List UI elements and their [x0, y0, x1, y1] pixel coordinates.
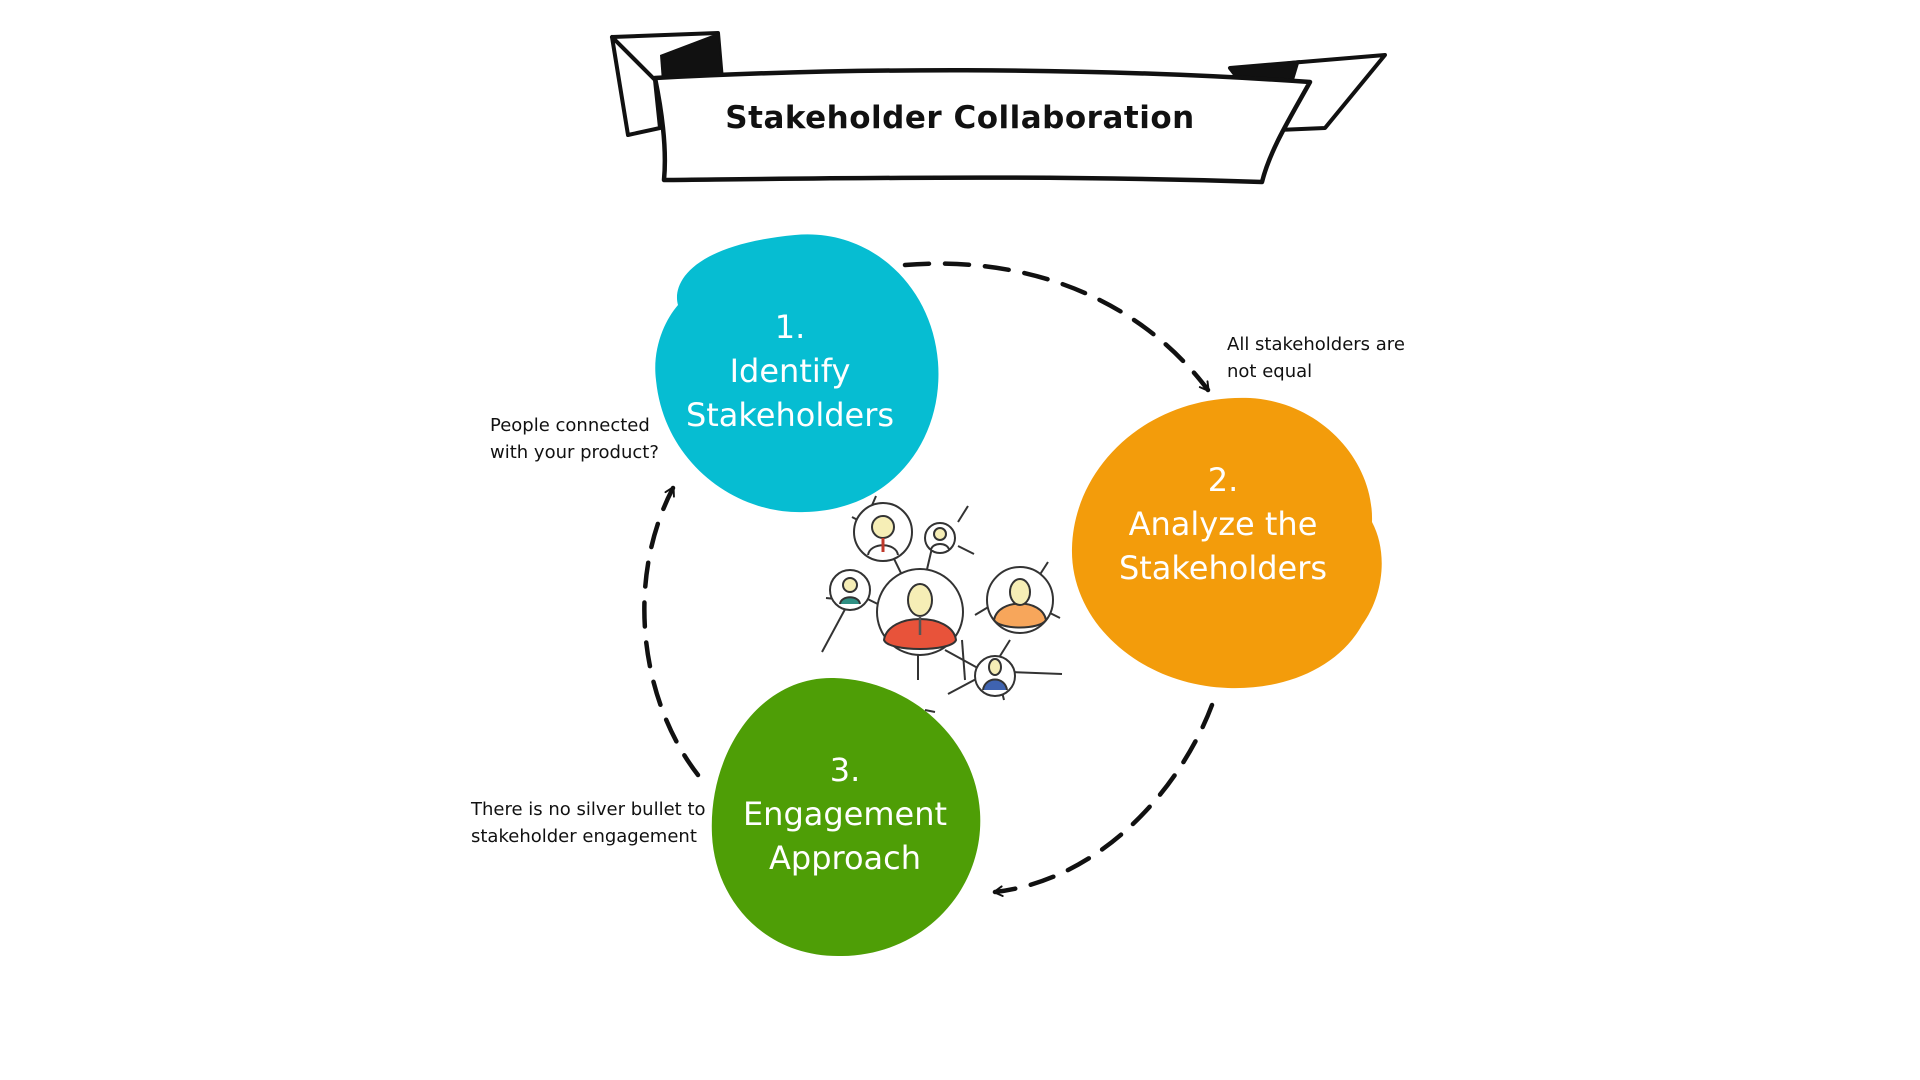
step-2-line1: Analyze the — [1128, 505, 1318, 543]
arrow-identify-to-analyze — [902, 261, 1211, 393]
step-2-number: 2. — [1207, 461, 1239, 499]
step-1-line2: Stakeholders — [685, 396, 895, 434]
ribbon-left-shadow — [660, 33, 722, 82]
note-analyze-line2: not equal — [1227, 361, 1313, 382]
note-identify-line2: with your product? — [490, 442, 659, 463]
step-1-label: 1. Identify Stakeholders — [620, 305, 960, 437]
step-3-label: 3. Engagement Approach — [675, 748, 1015, 880]
step-3-number: 3. — [829, 751, 861, 789]
ribbon-left-fold — [610, 35, 662, 137]
step-1-blob — [655, 234, 939, 513]
note-engage-line2: stakeholder engagement — [471, 826, 697, 847]
note-analyze: All stakeholders are not equal — [1227, 331, 1405, 385]
title-ribbon — [610, 31, 1387, 185]
arrow-analyze-to-engage — [992, 702, 1215, 897]
ribbon-body — [652, 67, 1313, 185]
note-identify-line1: People connected — [490, 415, 650, 436]
note-analyze-line1: All stakeholders are — [1227, 334, 1405, 355]
step-1-line1: Identify — [729, 352, 851, 390]
step-3-line1: Engagement — [742, 795, 948, 833]
step-2-line2: Stakeholders — [1118, 549, 1328, 587]
note-engage-line1: There is no silver bullet to — [471, 799, 706, 820]
diagram-title: Stakeholder Collaboration — [725, 100, 1195, 136]
step-3-blob — [711, 677, 981, 957]
step-1-number: 1. — [774, 308, 806, 346]
people-network-icon — [821, 495, 1063, 713]
step-3-line2: Approach — [768, 839, 922, 877]
arrow-engage-to-identify — [642, 485, 701, 778]
step-2-blob — [1071, 397, 1382, 689]
note-engage: There is no silver bullet to stakeholder… — [471, 796, 706, 850]
step-2-label: 2. Analyze the Stakeholders — [1053, 458, 1393, 590]
note-identify: People connected with your product? — [490, 412, 659, 466]
